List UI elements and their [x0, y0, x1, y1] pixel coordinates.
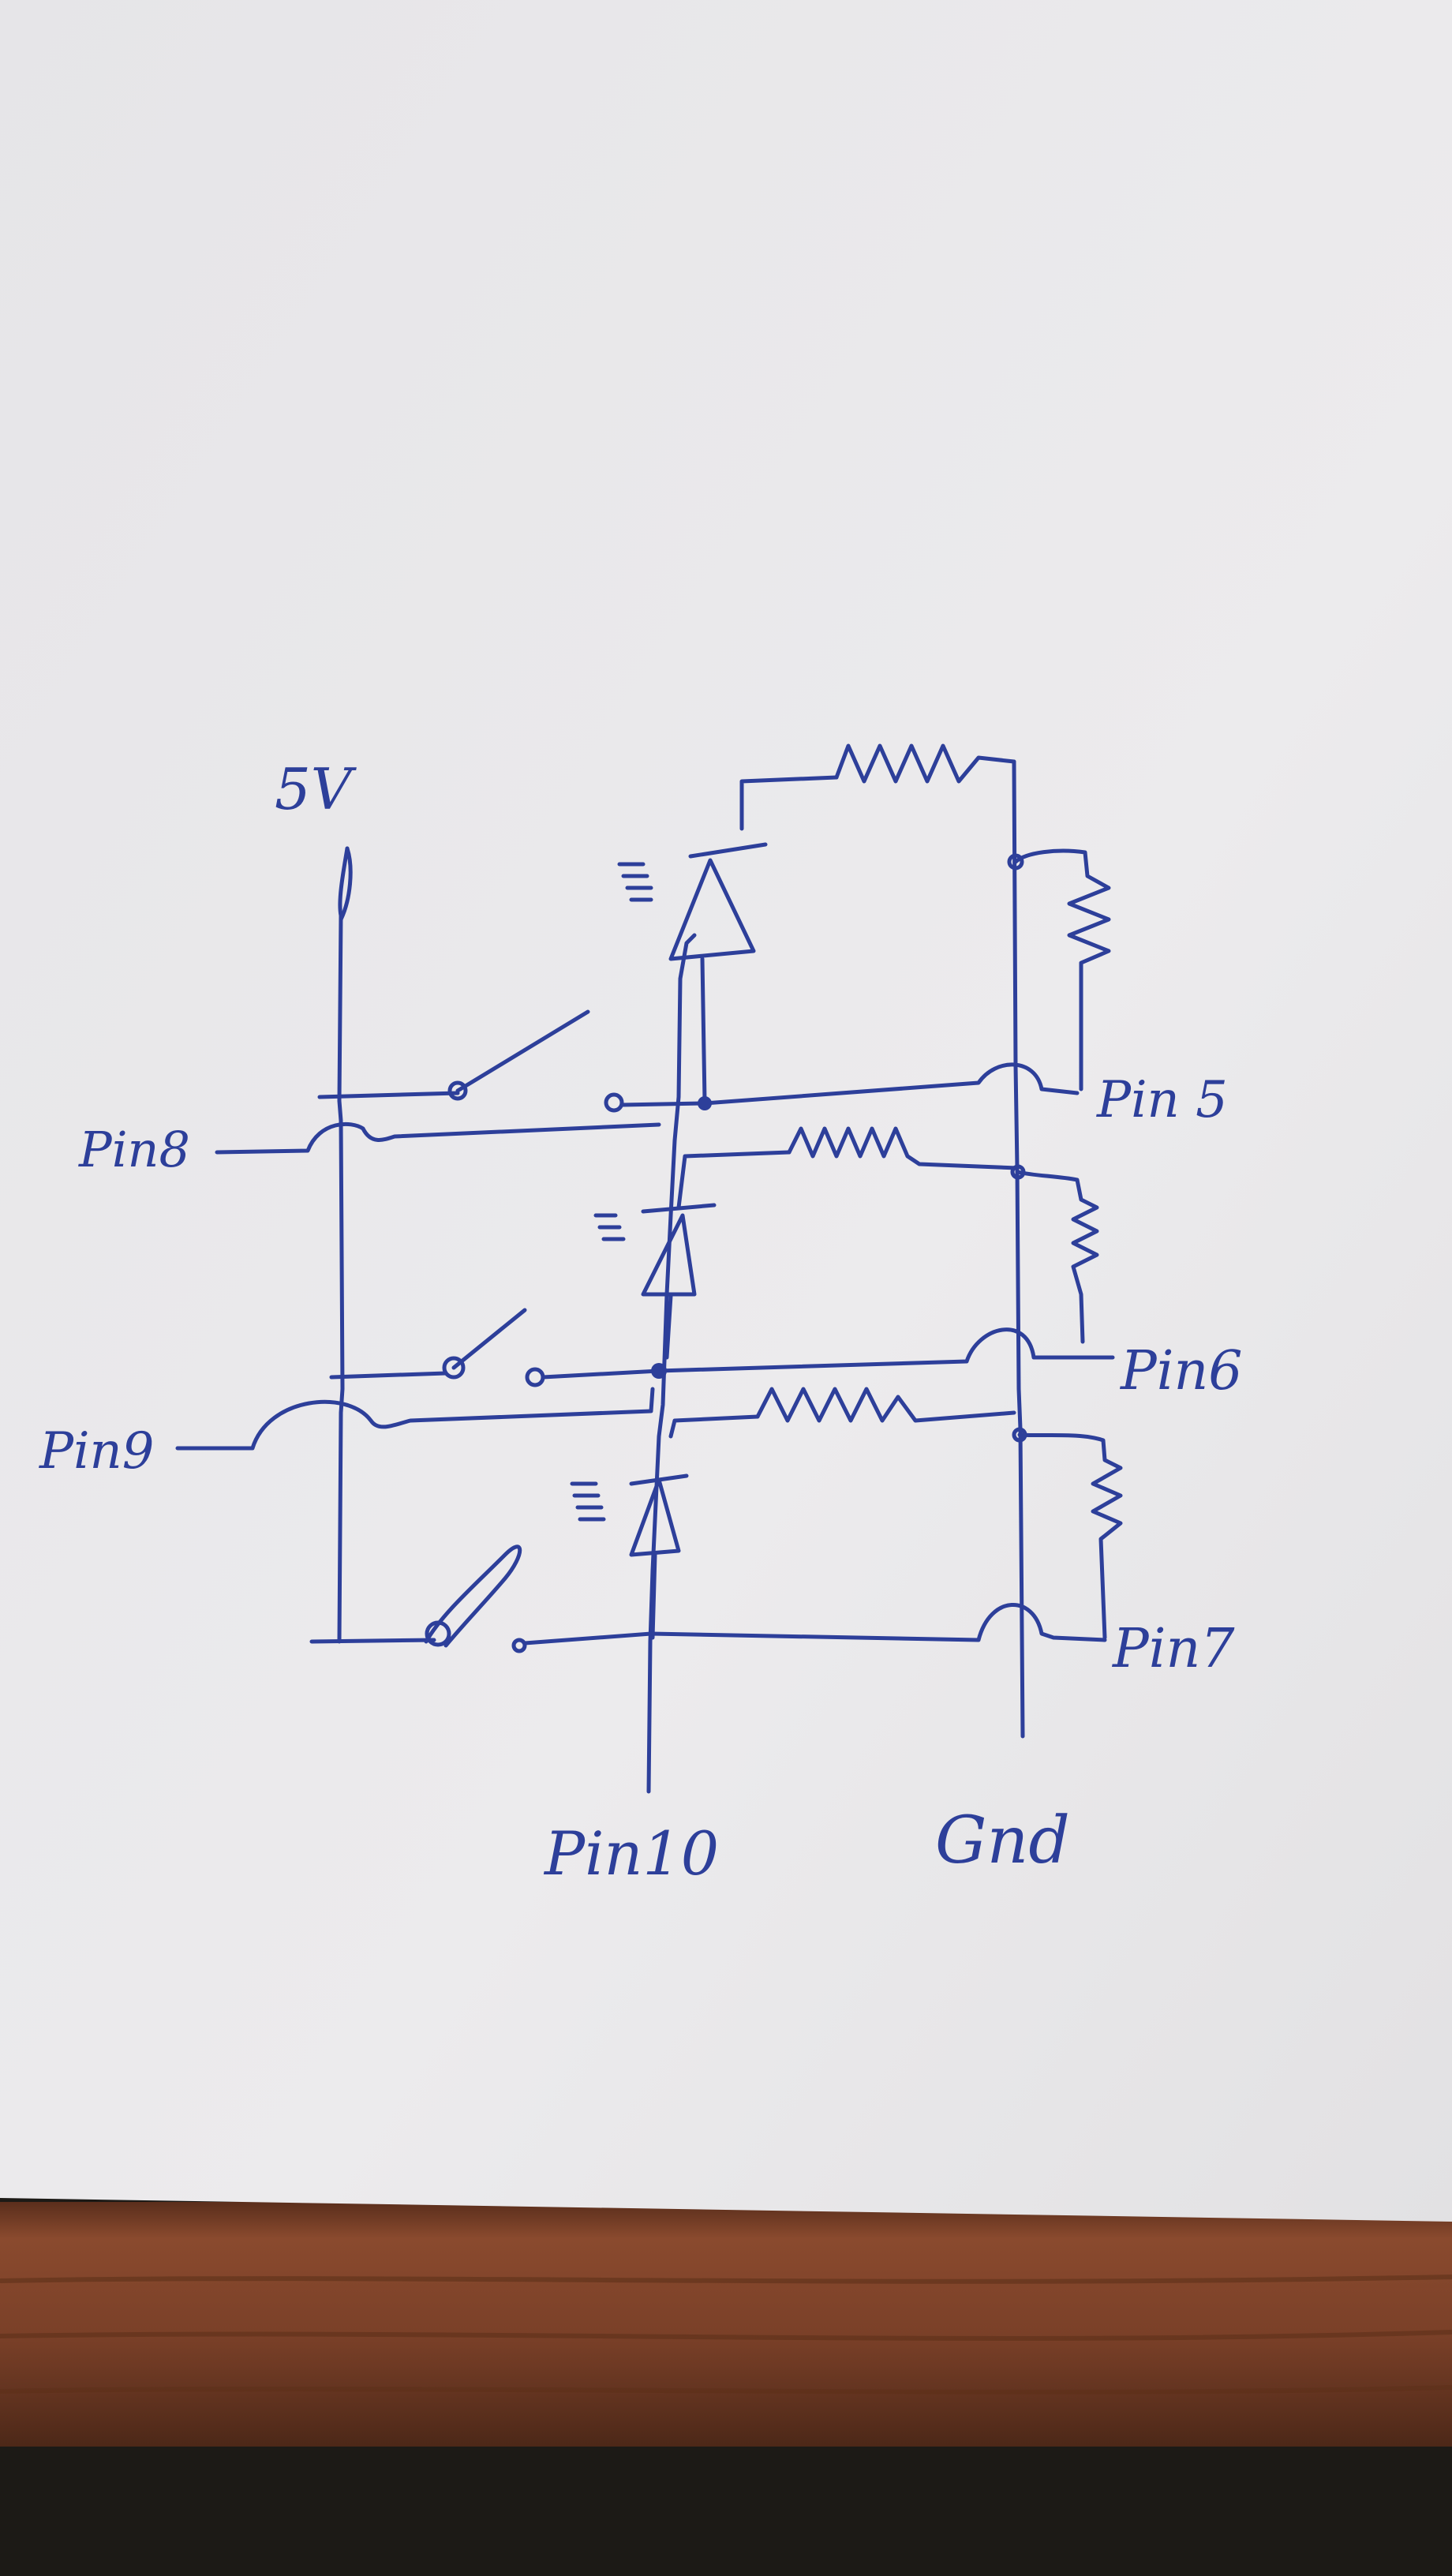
- pin9-label: Pin9: [39, 1422, 154, 1481]
- pin5-label: Pin 5: [1096, 1071, 1228, 1129]
- supply-label: 5V: [275, 756, 357, 822]
- switch-row1-blade: [455, 1009, 590, 1093]
- switch-row3-contact: [511, 1638, 527, 1653]
- row1-junction: [698, 1096, 712, 1110]
- switch-row3-blade: [424, 1544, 522, 1648]
- row2-junction: [651, 1363, 667, 1379]
- row3-signal-wire: [522, 1603, 1107, 1646]
- switch-row3-wire: [309, 1638, 436, 1644]
- pin8-wire: [215, 1121, 661, 1155]
- pin6-label: Pin6: [1119, 1340, 1243, 1402]
- resistor-row1-top: [834, 743, 1016, 784]
- switch-row2-wire: [329, 1371, 448, 1380]
- floor: [0, 2447, 1452, 2576]
- table-edge: [0, 2202, 1452, 2447]
- led-row2: [641, 1203, 717, 1360]
- pin7-label: Pin7: [1111, 1618, 1235, 1680]
- switch-row1-wire: [317, 1091, 460, 1099]
- pin10-label: Pin10: [543, 1818, 719, 1889]
- supply-rail-wire: [337, 846, 350, 1644]
- resistor-row3-top: [755, 1387, 1016, 1423]
- led-row1-rays: [617, 862, 653, 902]
- row1-gnd-node: [1007, 853, 1024, 871]
- paper-sheet: [0, 0, 1452, 2222]
- ground-label: Gnd: [935, 1803, 1070, 1878]
- ground-rail-wire: [1012, 759, 1025, 1739]
- switch-row2-blade: [451, 1308, 527, 1370]
- resistor-row2-top: [787, 1126, 1020, 1170]
- top-wire-row3: [668, 1414, 760, 1439]
- switch-row1-pivot: [447, 1080, 468, 1101]
- resistor-row2-side: [1016, 1170, 1099, 1344]
- led-row2-rays: [593, 1213, 626, 1241]
- led-row1: [668, 842, 768, 1103]
- top-wire-row1: [739, 775, 839, 831]
- table-grain: [0, 2275, 1452, 2394]
- switch-row1-contact: [604, 1092, 624, 1113]
- top-wire-row2: [676, 1150, 791, 1210]
- supply-rail-tip: [339, 846, 353, 922]
- led-row3-rays: [570, 1481, 606, 1522]
- switch-row2-pivot: [442, 1356, 466, 1380]
- resistor-row3-side: [1017, 1432, 1123, 1640]
- resistor-row1-side: [1013, 848, 1111, 1091]
- pin9-wire: [175, 1387, 655, 1451]
- row1-signal-wire: [619, 1062, 1080, 1107]
- led-row3: [629, 1473, 689, 1640]
- pin8-label: Pin8: [78, 1121, 190, 1178]
- row2-signal-wire: [541, 1327, 1115, 1380]
